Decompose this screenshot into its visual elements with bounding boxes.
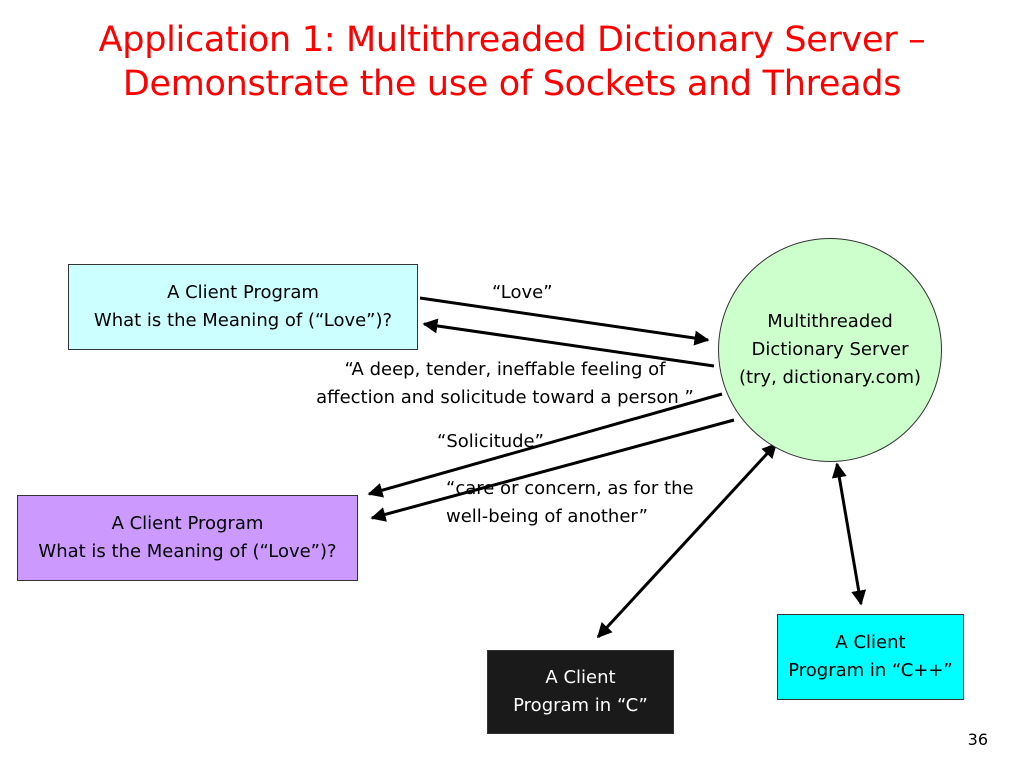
client-c-line-1: A Client	[545, 667, 616, 688]
arrow-love-request	[419, 296, 710, 346]
slide-title-line-2: Demonstrate the use of Sockets and Threa…	[122, 64, 902, 104]
slide-title-line-1: Application 1: Multithreaded Dictionary …	[98, 20, 926, 60]
dictionary-server-circle: Multithreaded Dictionary Server (try, di…	[718, 238, 942, 462]
client-program-cpp-box: A Client Program in “C++”	[777, 614, 964, 700]
edge-label-definition-solicitude-line-2: well-being of another”	[446, 506, 648, 527]
client-program-box-top: A Client Program What is the Meaning of …	[68, 264, 418, 350]
server-line-2: Dictionary Server	[751, 339, 909, 360]
edge-label-definition-solicitude-line-1: “care or concern, as for the	[446, 478, 694, 499]
client-top-line-2: What is the Meaning of (“Love”)?	[93, 310, 393, 331]
edge-label-solicitude: “Solicitude”	[437, 431, 544, 452]
server-line-3: (try, dictionary.com)	[738, 367, 922, 388]
server-line-1: Multithreaded	[767, 311, 893, 332]
edge-label-love: “Love”	[492, 282, 553, 303]
client-cpp-line-2: Program in “C++”	[788, 660, 953, 681]
edge-label-definition-love: “A deep, tender, ineffable feeling of af…	[290, 356, 720, 412]
arrow-c-client-link	[596, 442, 778, 639]
client-top-line-1: A Client Program	[167, 282, 319, 303]
client-program-c-box: A Client Program in “C”	[487, 650, 674, 734]
client-program-box-middle: A Client Program What is the Meaning of …	[17, 495, 358, 581]
arrow-cpp-client-link	[831, 462, 867, 606]
edge-label-definition-solicitude: “care or concern, as for the well-being …	[446, 475, 694, 531]
client-mid-line-2: What is the Meaning of (“Love”)?	[38, 541, 337, 562]
client-c-line-2: Program in “C”	[513, 695, 648, 716]
edge-label-definition-love-line-1: “A deep, tender, ineffable feeling of	[344, 359, 666, 380]
edge-label-definition-love-line-2: affection and solicitude toward a person…	[316, 387, 694, 408]
page-number: 36	[967, 730, 988, 749]
client-mid-line-1: A Client Program	[111, 513, 264, 534]
slide-title: Application 1: Multithreaded Dictionary …	[0, 18, 1024, 106]
client-cpp-line-1: A Client	[835, 632, 906, 653]
